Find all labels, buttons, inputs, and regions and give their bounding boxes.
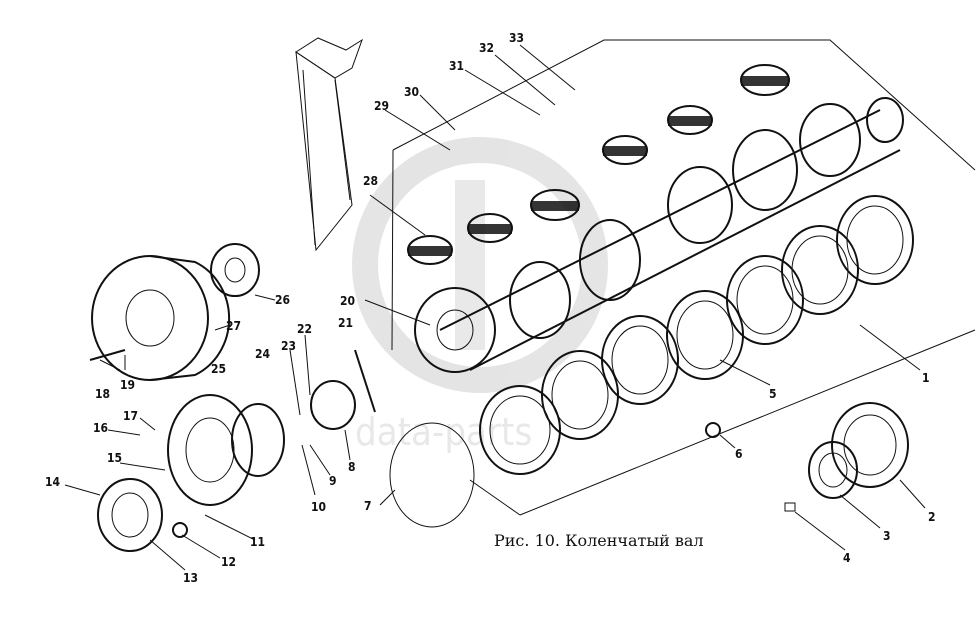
- seal-ring-part-7: [389, 422, 475, 528]
- callout-14: 14: [45, 475, 61, 489]
- callout-19: 19: [120, 378, 135, 392]
- pin-part-21: [354, 349, 376, 413]
- crankshaft: [414, 97, 904, 373]
- watermark-text: data-parts: [355, 410, 532, 454]
- callout-13: 13: [183, 571, 198, 585]
- hub-part-26: [210, 243, 260, 297]
- callout-18: 18: [95, 387, 110, 401]
- plug-part-12: [172, 522, 188, 538]
- figure-caption: Рис. 10. Коленчатый вал: [494, 531, 704, 550]
- assembly-outline: [391, 39, 976, 516]
- callout-7: 7: [364, 499, 372, 513]
- leader-lines: [64, 44, 926, 571]
- callout-6: 6: [735, 447, 743, 461]
- callout-29: 29: [374, 99, 389, 113]
- callout-12: 12: [221, 555, 236, 569]
- pulley-part-27: [91, 255, 231, 381]
- callout-22: 22: [297, 322, 312, 336]
- callout-24: 24: [255, 347, 271, 361]
- seal-part-13-14: [97, 478, 163, 552]
- callout-3: 3: [883, 529, 891, 543]
- callout-9: 9: [329, 474, 337, 488]
- callout-20: 20: [340, 294, 355, 308]
- housing-part-25: [167, 394, 253, 506]
- crankshaft-front-flange: [414, 287, 496, 373]
- callout-27: 27: [226, 319, 241, 333]
- callout-11: 11: [250, 535, 265, 549]
- callout-1: 1: [922, 371, 930, 385]
- callout-16: 16: [93, 421, 108, 435]
- callout-17: 17: [123, 409, 138, 423]
- callout-21: 21: [338, 316, 353, 330]
- callout-25: 25: [211, 362, 226, 376]
- callout-31: 31: [449, 59, 464, 73]
- cover-part-24: [231, 403, 285, 477]
- nut-part-6: [705, 422, 721, 438]
- callout-5: 5: [769, 387, 777, 401]
- bolt-part-18: [89, 349, 126, 361]
- callout-4: 4: [843, 551, 851, 565]
- callout-26: 26: [275, 293, 290, 307]
- callout-33: 33: [509, 31, 524, 45]
- ring-part-8: [310, 380, 356, 430]
- oil-tube-part: [295, 37, 363, 252]
- key-part-4: [784, 502, 796, 512]
- main-bearings-row: [479, 195, 914, 475]
- callout-15: 15: [107, 451, 122, 465]
- callout-32: 32: [479, 41, 494, 55]
- callout-23: 23: [281, 339, 296, 353]
- callout-28: 28: [363, 174, 378, 188]
- upper-bearing-shells: [407, 64, 790, 265]
- callout-8: 8: [348, 460, 356, 474]
- watermark-logo: data-parts: [352, 137, 608, 454]
- callout-10: 10: [311, 500, 326, 514]
- gear-part-3: [808, 441, 858, 499]
- callout-30: 30: [404, 85, 419, 99]
- callout-labels: 33 32 31 30 29 28 20 21 22 23 24 25 26 2…: [45, 31, 936, 585]
- callout-2: 2: [928, 510, 936, 524]
